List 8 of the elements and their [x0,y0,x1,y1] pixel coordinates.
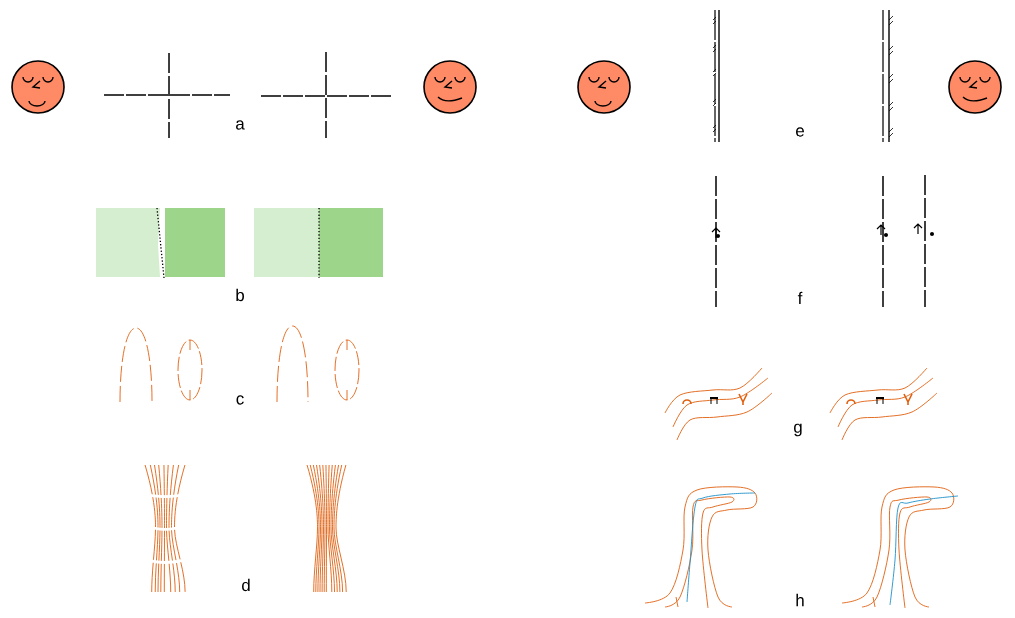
panel-letter: f [797,291,803,305]
panel-letter: a [236,120,245,130]
panel-letter: h [796,593,804,607]
panel-letter: b [236,288,244,302]
panel-letter: e [796,127,804,137]
panel-letter: c [236,395,244,405]
panel-letter: d [242,578,250,592]
panel-letter: g [794,423,802,437]
